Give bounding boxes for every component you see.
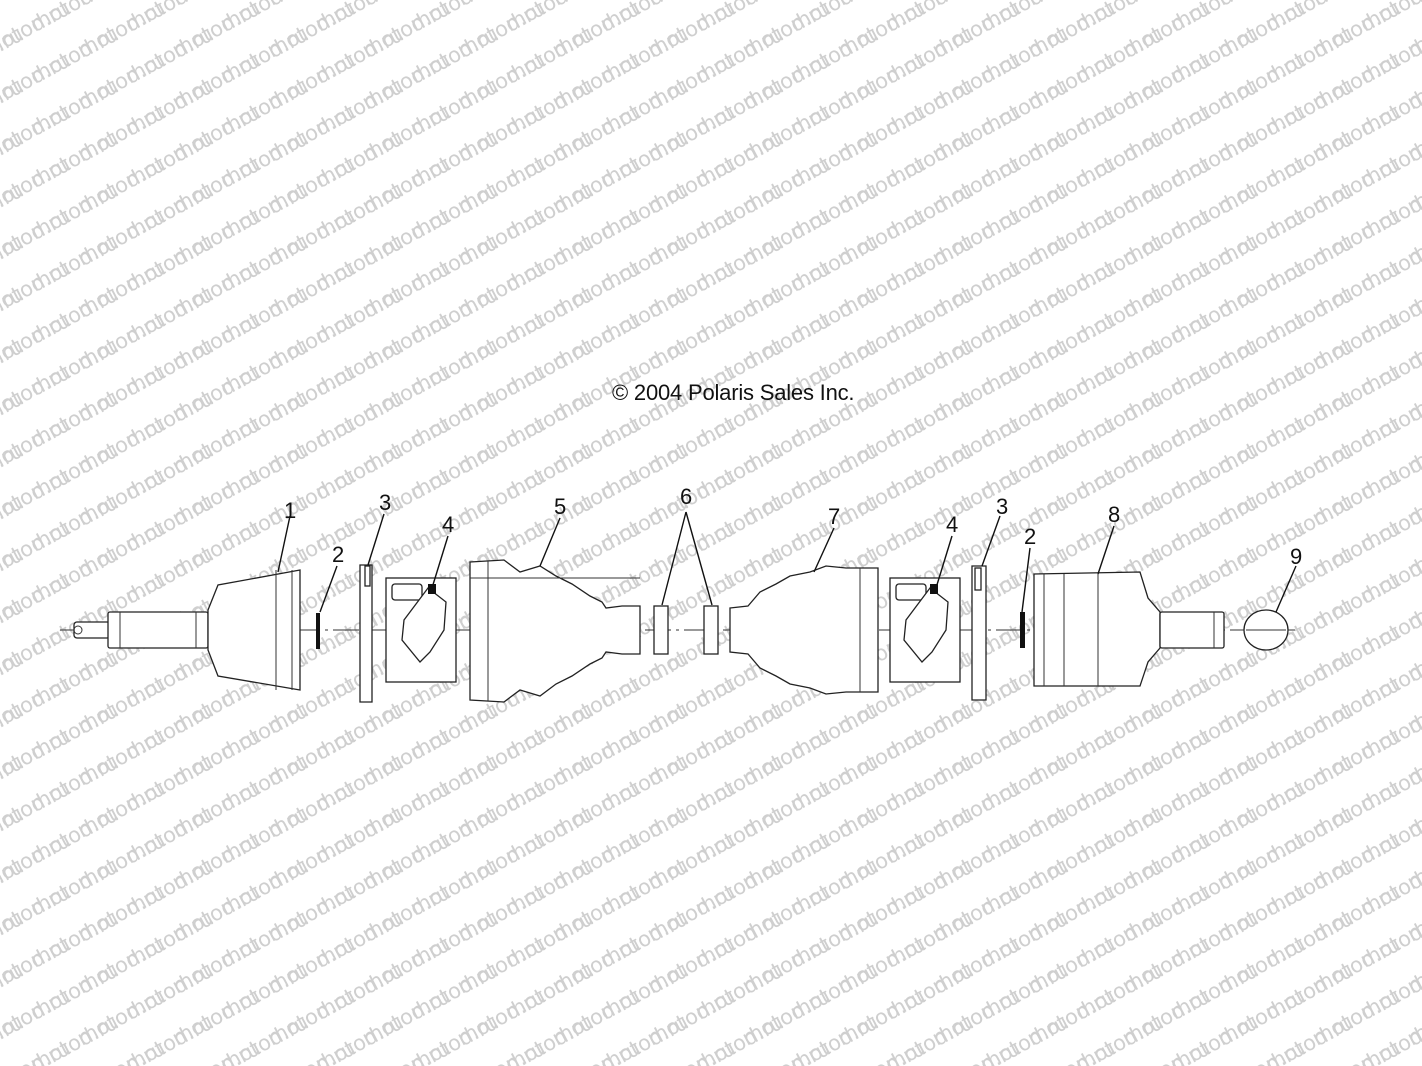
callout-8: 8	[1108, 502, 1120, 527]
circlip[interactable]	[1243, 609, 1289, 651]
callout-9: 9	[1290, 544, 1302, 569]
inner-cv-joint[interactable]	[1033, 571, 1225, 687]
callout-3-left: 3	[379, 490, 391, 515]
callout-labels: 1 2 3 4 5 6 7 4 3 2 8 9	[284, 484, 1302, 569]
callout-2-left: 2	[332, 542, 344, 567]
callout-6: 6	[680, 484, 692, 509]
small-clamps[interactable]	[653, 605, 719, 655]
outer-cv-joint[interactable]	[73, 569, 301, 691]
callout-4-right: 4	[946, 512, 958, 537]
cv-boot-outer[interactable]	[729, 565, 879, 695]
callout-4-left: 4	[442, 512, 454, 537]
callout-2-right: 2	[1024, 524, 1036, 549]
callout-5: 5	[554, 494, 566, 519]
boot-clamp-left[interactable]	[359, 564, 373, 703]
snap-ring-left[interactable]	[316, 613, 320, 649]
callout-3-right: 3	[996, 494, 1008, 519]
leader-lines	[277, 511, 1297, 613]
callout-7: 7	[828, 504, 840, 529]
copyright-notice: © 2004 Polaris Sales Inc.	[612, 380, 855, 405]
boot-clamp-right[interactable]	[971, 565, 987, 701]
snap-ring-right[interactable]	[1020, 612, 1025, 648]
callout-1: 1	[284, 498, 296, 523]
grease-pack-right[interactable]	[889, 577, 961, 683]
cv-boot-inner-left[interactable]	[469, 559, 641, 703]
grease-pack-left[interactable]	[385, 577, 457, 683]
